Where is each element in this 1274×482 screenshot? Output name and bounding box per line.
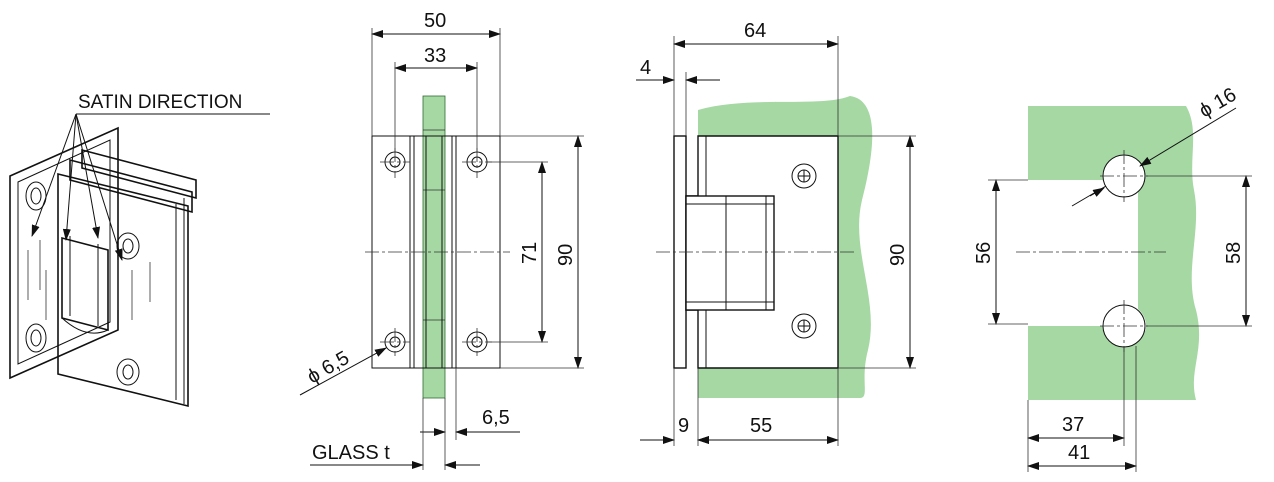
dim-edge-inner: 37 — [1062, 414, 1084, 436]
isometric-view: SATIN DIRECTION — [9, 92, 270, 408]
dim-width-outer: 50 — [424, 10, 446, 32]
dim-side-height: 90 — [887, 244, 909, 266]
dim-plate-thickness: 4 — [640, 57, 651, 79]
dim-offset: 6,5 — [482, 407, 510, 429]
side-view: 64 4 90 9 55 — [636, 20, 916, 446]
dim-width-inner: 33 — [424, 45, 446, 67]
dim-height: 90 — [555, 244, 577, 266]
dim-spacing-right: 58 — [1223, 242, 1245, 264]
dim-hole-spacing: 71 — [519, 242, 541, 264]
dim-wall-hole-diameter: ϕ 16 — [1196, 84, 1241, 123]
dim-body-depth: 55 — [750, 415, 772, 437]
glass-thickness-label: GLASS t — [312, 442, 390, 464]
dim-edge-outer: 41 — [1068, 442, 1090, 464]
satin-direction-label: SATIN DIRECTION — [78, 92, 242, 113]
front-view: 50 33 71 90 ϕ 6,5 6,5 GLASS t — [299, 10, 584, 470]
wall-drilling-view: ϕ 16 56 58 37 41 — [973, 84, 1252, 472]
dim-hole-diameter: ϕ 6,5 — [304, 347, 354, 388]
dim-spacing-left: 56 — [973, 242, 995, 264]
dim-total-depth: 64 — [744, 20, 766, 42]
dim-gap: 9 — [678, 415, 689, 437]
